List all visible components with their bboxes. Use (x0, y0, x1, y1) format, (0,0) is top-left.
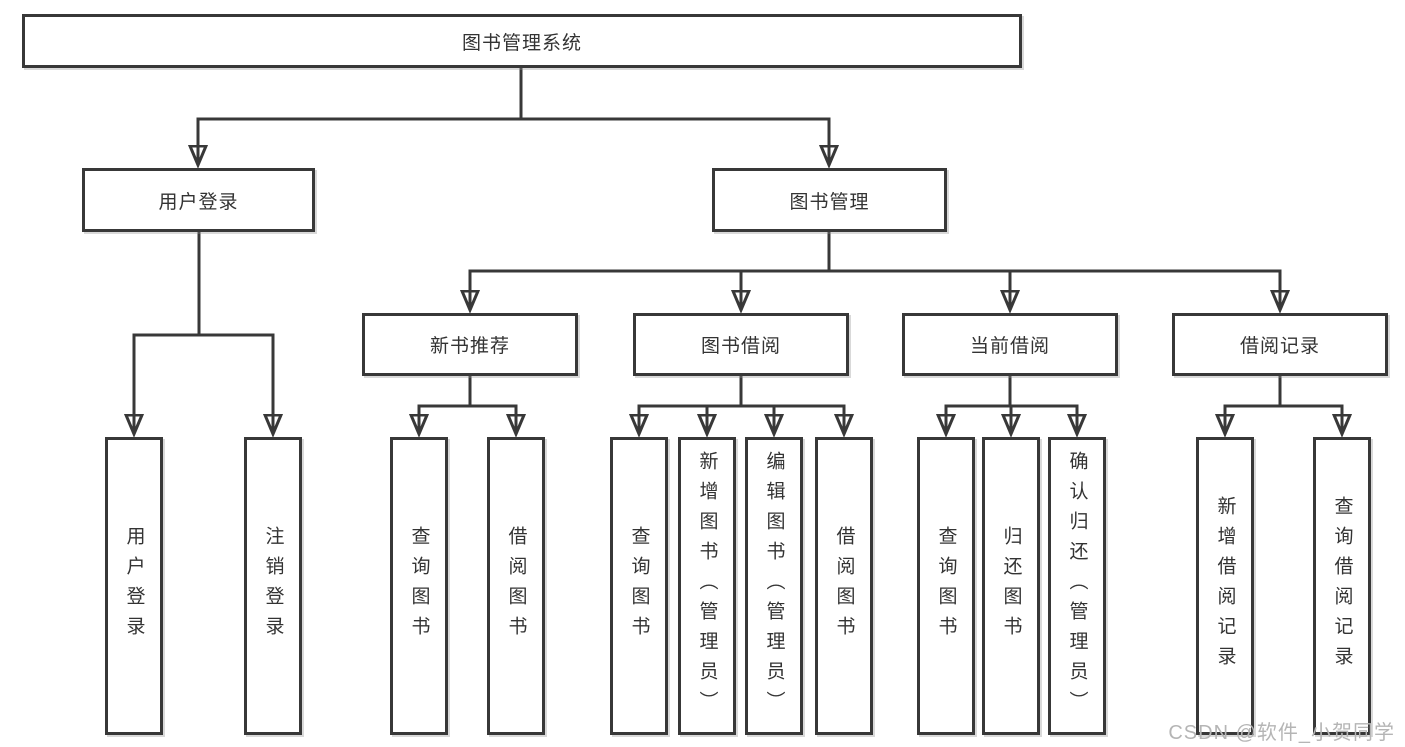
leaf-query-books-current: 查询图书 (917, 437, 975, 735)
node-library-management-system: 图书管理系统 (22, 14, 1022, 68)
node-book-management: 图书管理 (712, 168, 947, 232)
leaf-label: 新增图书（管理员） (696, 451, 718, 721)
csdn-watermark: CSDN @软件_小贺同学 (1168, 722, 1395, 744)
leaf-return-books: 归还图书 (982, 437, 1040, 735)
connector-book-borrow-branch (638, 376, 846, 434)
connector-user-login-branch (133, 232, 275, 434)
leaf-label: 查询借阅记录 (1331, 496, 1353, 676)
node-current-borrowing: 当前借阅 (902, 313, 1118, 376)
leaf-label: 编辑图书（管理员） (763, 451, 785, 721)
node-borrowing-records: 借阅记录 (1172, 313, 1388, 376)
connector-book-management-branch (469, 232, 1282, 310)
leaf-label: 查询图书 (628, 526, 650, 646)
leaf-label: 查询图书 (408, 526, 430, 646)
leaf-query-borrow-record: 查询借阅记录 (1313, 437, 1371, 735)
leaf-label: 借阅图书 (833, 526, 855, 646)
leaf-query-books-recommend: 查询图书 (390, 437, 448, 735)
leaf-label: 新增借阅记录 (1214, 496, 1236, 676)
leaf-label: 查询图书 (935, 526, 957, 646)
connector-new-book-branch (418, 376, 518, 434)
connector-current-borrow-branch (945, 376, 1079, 434)
connector-borrow-record-branch (1224, 376, 1344, 434)
leaf-borrow-books-recommend: 借阅图书 (487, 437, 545, 735)
leaf-label: 归还图书 (1000, 526, 1022, 646)
leaf-logout: 注销登录 (244, 437, 302, 735)
node-new-book-recommend: 新书推荐 (362, 313, 578, 376)
leaf-label: 用户登录 (123, 526, 145, 646)
leaf-label: 确认归还（管理员） (1066, 451, 1088, 721)
leaf-borrow-books-borrowing: 借阅图书 (815, 437, 873, 735)
leaf-confirm-return-admin: 确认归还（管理员） (1048, 437, 1106, 735)
leaf-add-borrow-record: 新增借阅记录 (1196, 437, 1254, 735)
leaf-label: 借阅图书 (505, 526, 527, 646)
node-user-login: 用户登录 (82, 168, 315, 232)
leaf-edit-book-admin: 编辑图书（管理员） (745, 437, 803, 735)
node-book-borrowing: 图书借阅 (633, 313, 849, 376)
leaf-label: 注销登录 (262, 526, 284, 646)
connector-root-to-level1 (197, 68, 831, 165)
leaf-user-login: 用户登录 (105, 437, 163, 735)
leaf-add-book-admin: 新增图书（管理员） (678, 437, 736, 735)
leaf-query-books-borrowing: 查询图书 (610, 437, 668, 735)
